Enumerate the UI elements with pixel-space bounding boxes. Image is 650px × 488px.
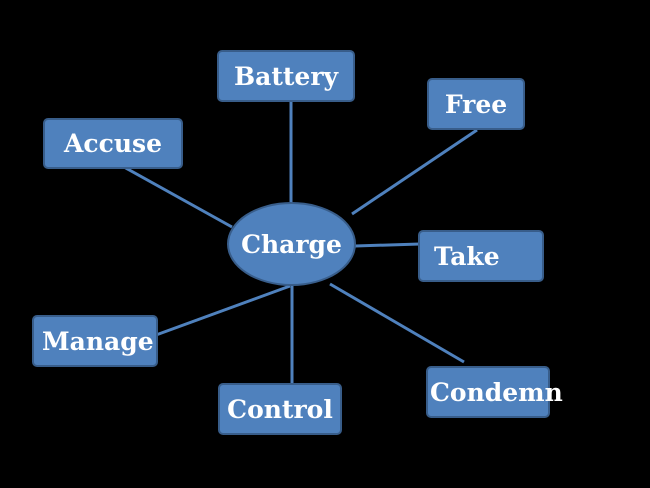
node-condemn: Condemn (426, 366, 563, 418)
node-label: Take (434, 241, 500, 271)
node-label: Condemn (430, 377, 563, 407)
connector-free (351, 128, 478, 216)
node-free: Free (427, 78, 525, 130)
connector-accuse (123, 165, 233, 229)
center-node-charge: Charge (227, 202, 356, 286)
node-label: Free (444, 89, 508, 119)
connector-condemn (329, 282, 465, 364)
node-control: Control (218, 383, 342, 435)
node-battery: Battery (217, 50, 355, 102)
node-label: Battery (233, 61, 339, 91)
center-label: Charge (241, 229, 342, 259)
node-take: Take (418, 230, 544, 282)
node-label: Control (227, 394, 333, 424)
node-label: Accuse (64, 129, 162, 158)
connector-take (354, 242, 421, 248)
node-accuse: Accuse (43, 118, 183, 169)
connector-manage (155, 284, 291, 337)
node-manage: Manage (32, 315, 158, 367)
node-label: Manage (42, 326, 154, 356)
